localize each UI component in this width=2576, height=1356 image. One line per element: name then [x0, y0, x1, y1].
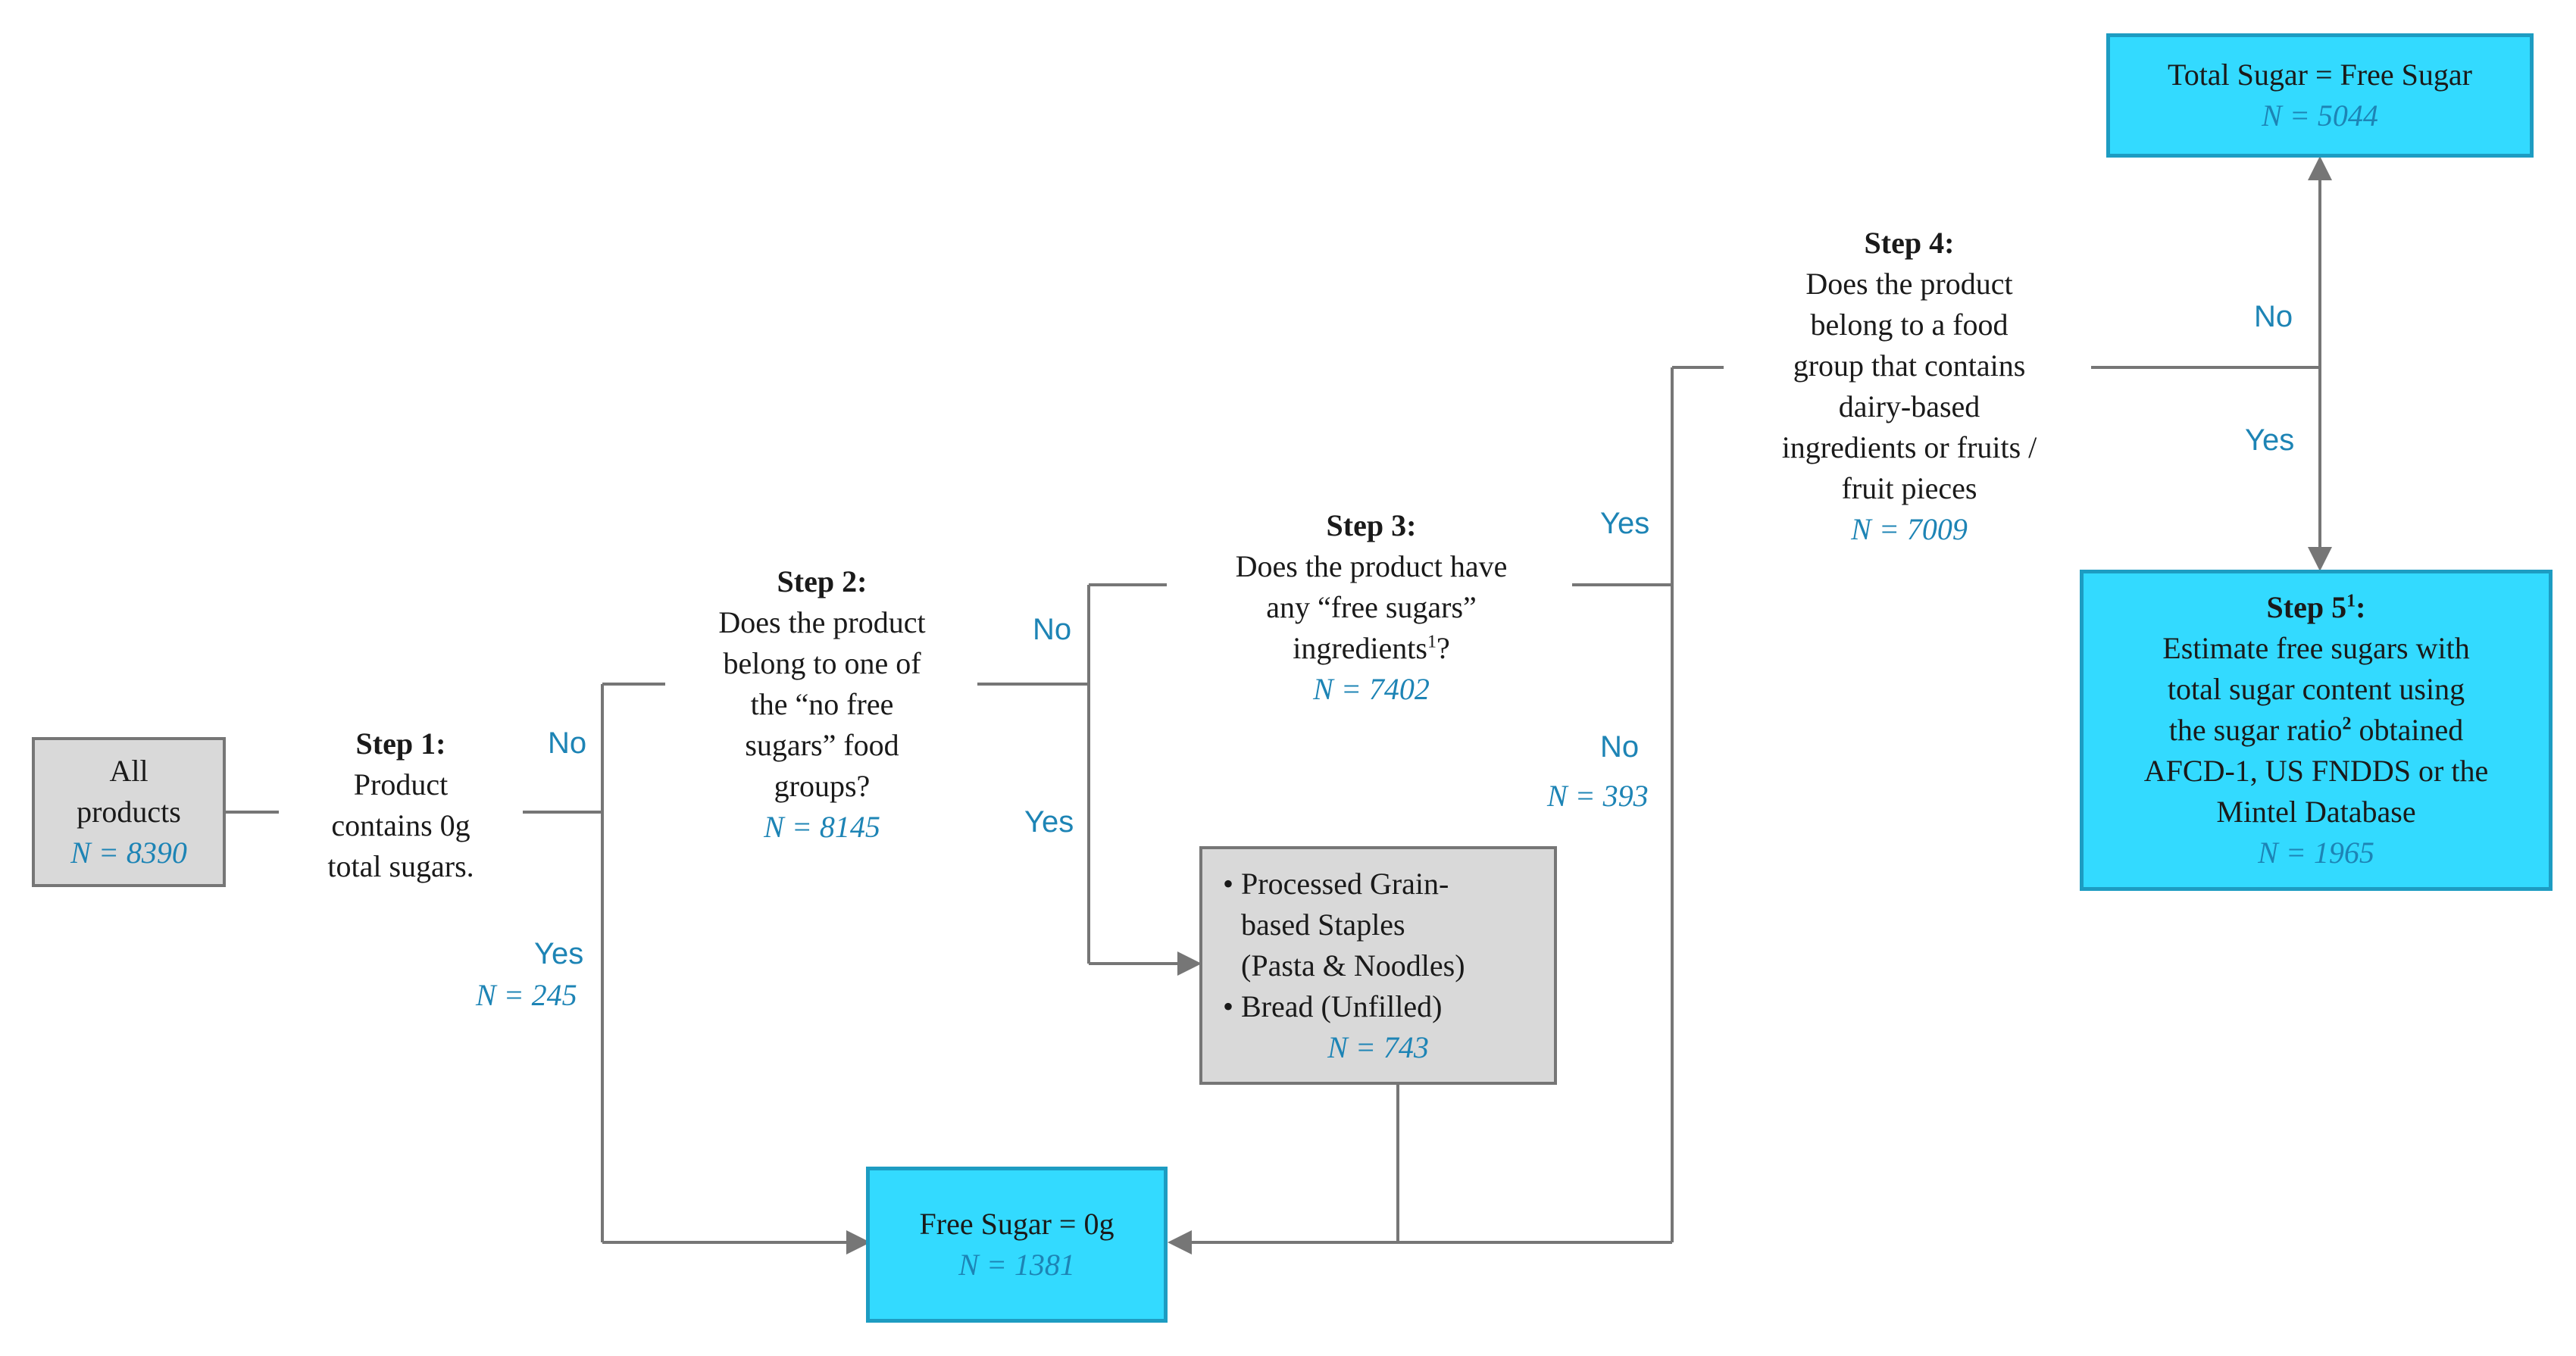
staples-item-1-line2: based Staples [1241, 907, 1405, 942]
staples-list: • Processed Grain- based Staples (Pasta … [1223, 864, 1533, 1027]
step1-line3: total sugars. [327, 849, 474, 883]
step4-line1: Does the product [1805, 267, 2013, 301]
step4-line4: dairy-based [1838, 389, 1980, 423]
step5-title-wrap: Step 51: [2267, 587, 2366, 628]
step5-count: N = 1965 [2258, 836, 2374, 870]
edge-label-step3-no-count: N = 393 [1547, 779, 1649, 813]
staples-item-2: • Bread (Unfilled) [1223, 986, 1533, 1027]
step5-line3-end: obtained [2351, 713, 2464, 747]
step3-line2: any “free sugars” [1266, 590, 1477, 624]
step1-title: Step 1: [355, 726, 446, 761]
step2-line4: sugars” food [745, 728, 899, 762]
all-products-line1: All [109, 754, 148, 788]
edge-label-step4-yes: Yes [2245, 423, 2295, 457]
step4-line3: group that contains [1793, 348, 2026, 383]
edge-label-step1-yes: Yes [534, 937, 584, 970]
node-step1: Step 1: Product contains 0g total sugars… [294, 723, 508, 887]
node-total-equals-free: Total Sugar = Free Sugar N = 5044 [2106, 33, 2534, 158]
edge-label-step2-yes: Yes [1024, 805, 1074, 839]
step2-line5: groups? [774, 769, 871, 803]
step3-line3-end: ? [1436, 631, 1450, 665]
step5-title: Step 5 [2266, 590, 2347, 624]
step1-line1: Product [353, 767, 449, 801]
staples-item-1-line3: (Pasta & Noodles) [1241, 948, 1465, 983]
step5-footnote-1: 1 [2346, 591, 2356, 611]
bullet-icon: • [1223, 989, 1234, 1023]
step5-line4: AFCD-1, US FNDDS or the [2143, 754, 2489, 788]
step5-line5: Mintel Database [2216, 795, 2416, 829]
step2-line3: the “no free [750, 687, 894, 721]
staples-count: N = 743 [1327, 1029, 1429, 1064]
free-sugar-zero-label: Free Sugar = 0g [919, 1207, 1114, 1241]
step3-footnote-1: 1 [1427, 632, 1436, 652]
step5-line3-wrap: the sugar ratio2 obtained [2169, 710, 2464, 751]
node-step4: Step 4: Does the product belong to a foo… [1727, 223, 2091, 550]
node-step2: Step 2: Does the product belong to one o… [667, 561, 977, 848]
edge-label-step3-yes: Yes [1600, 507, 1650, 540]
step5-line1: Estimate free sugars with [2162, 631, 2470, 665]
edge-label-step1-yes-count: N = 245 [476, 978, 577, 1012]
step1-line2: contains 0g [331, 808, 470, 842]
step5-line2: total sugar content using [2167, 672, 2465, 706]
staples-item-1-text: Processed Grain- based Staples (Pasta & … [1241, 864, 1465, 986]
step4-line5: ingredients or fruits / [1781, 430, 2037, 464]
edge-label-step3-no: No [1600, 730, 1640, 764]
staples-item-1-line1: Processed Grain- [1241, 866, 1449, 901]
bullet-icon: • [1223, 866, 1234, 901]
step4-title: Step 4: [1864, 226, 1955, 260]
staples-item-2-text: Bread (Unfilled) [1241, 989, 1443, 1023]
step2-line2: belong to one of [723, 646, 921, 680]
node-free-sugar-zero: Free Sugar = 0g N = 1381 [866, 1167, 1168, 1323]
edge-label-step2-no: No [1033, 613, 1072, 646]
step4-line6: fruit pieces [1841, 471, 1977, 505]
node-all-products: All products N = 8390 [32, 737, 226, 887]
all-products-line2: products [77, 795, 181, 829]
step4-line2: belong to a food [1810, 308, 2009, 342]
node-step5: Step 51: Estimate free sugars with total… [2080, 570, 2553, 891]
step2-count: N = 8145 [764, 810, 880, 844]
staples-item-1: • Processed Grain- based Staples (Pasta … [1223, 864, 1533, 986]
node-staples: • Processed Grain- based Staples (Pasta … [1199, 846, 1557, 1085]
total-equals-free-count: N = 5044 [2262, 98, 2378, 133]
step3-line3: ingredients [1293, 631, 1427, 665]
step3-line3-wrap: ingredients1? [1171, 628, 1572, 669]
step5-footnote-2: 2 [2342, 714, 2352, 734]
step3-title: Step 3: [1326, 508, 1417, 542]
edge-label-step1-no: No [548, 726, 587, 760]
step4-count: N = 7009 [1851, 512, 1968, 546]
edge-label-step4-no: No [2254, 300, 2293, 333]
step5-title-end: : [2356, 590, 2366, 624]
free-sugar-zero-count: N = 1381 [958, 1248, 1075, 1282]
step3-count: N = 7402 [1313, 672, 1430, 706]
step2-title: Step 2: [777, 564, 868, 598]
all-products-count: N = 8390 [70, 836, 187, 870]
node-step3: Step 3: Does the product have any “free … [1171, 505, 1572, 710]
total-equals-free-label: Total Sugar = Free Sugar [2168, 58, 2472, 92]
step3-line1: Does the product have [1235, 549, 1508, 583]
step2-line1: Does the product [718, 605, 926, 639]
step5-line3: the sugar ratio [2168, 713, 2343, 747]
